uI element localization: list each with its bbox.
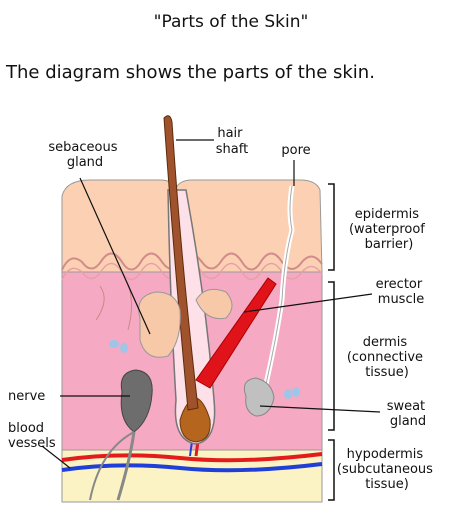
- label-nerve: nerve: [8, 389, 45, 404]
- hypodermis-bracket: [328, 439, 335, 501]
- diagram-caption: The diagram shows the parts of the skin.: [6, 62, 375, 83]
- blood-vessel-blue: [61, 462, 323, 473]
- nerve: [120, 369, 153, 433]
- hair-shaft: [163, 115, 199, 411]
- page-title: "Parts of the Skin": [153, 12, 309, 32]
- label-sweat-gland: sweat gland: [387, 399, 430, 429]
- sebaceous-gland: [138, 291, 181, 358]
- label-dermis: dermis (connective tissue): [347, 335, 427, 380]
- label-erector-muscle: erector muscle: [376, 277, 427, 307]
- dermis-bracket: [328, 281, 335, 431]
- label-hypodermis: hypodermis (subcutaneous tissue): [337, 447, 437, 492]
- label-pore: pore: [281, 143, 310, 158]
- label-epidermis: epidermis (waterproof barrier): [349, 207, 429, 252]
- label-sebaceous-gland: sebaceous gland: [48, 140, 121, 170]
- label-hair-shaft: hair shaft: [216, 126, 248, 157]
- erector-muscle: [195, 277, 277, 389]
- epidermis-bracket: [328, 183, 335, 271]
- blood-vessel-red: [61, 452, 323, 463]
- label-blood-vessels: blood vessels: [8, 421, 56, 451]
